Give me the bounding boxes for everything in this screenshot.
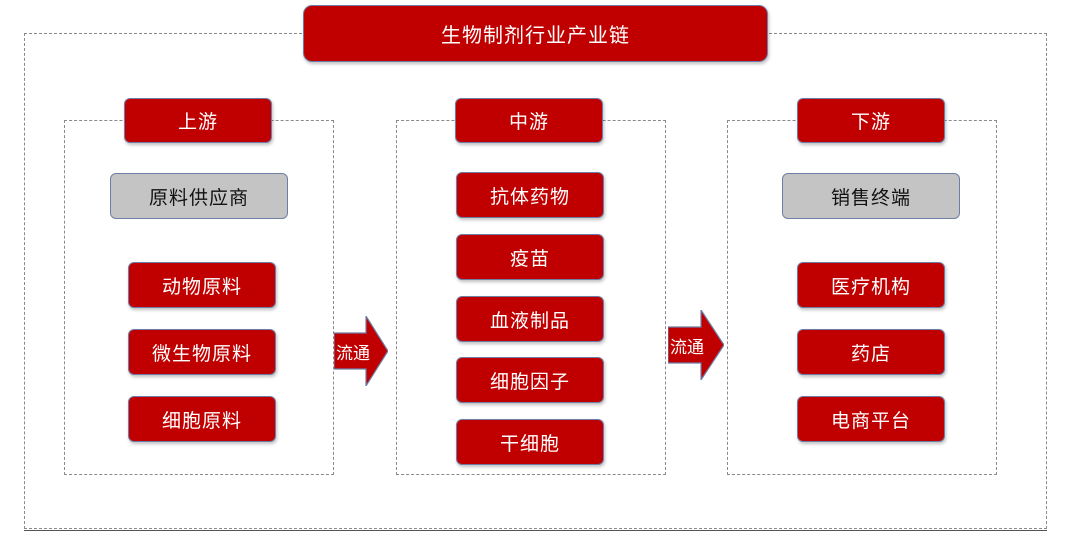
downstream-category: 销售终端 [782, 173, 960, 219]
midstream-header: 中游 [455, 98, 603, 143]
downstream-item-ecommerce: 电商平台 [797, 396, 945, 442]
diagram-title: 生物制剂行业产业链 [303, 5, 768, 62]
midstream-item-blood: 血液制品 [456, 296, 604, 342]
frame-bottom-line [24, 530, 1047, 531]
upstream-item-animal: 动物原料 [128, 262, 276, 308]
flow-arrow-midstream-to-downstream: 流通 [668, 310, 724, 380]
downstream-item-medical: 医疗机构 [797, 262, 945, 308]
downstream-header: 下游 [797, 98, 945, 143]
midstream-item-antibody: 抗体药物 [456, 172, 604, 218]
midstream-item-stem-cell: 干细胞 [456, 419, 604, 465]
midstream-item-cytokine: 细胞因子 [456, 357, 604, 403]
flow-arrow-label: 流通 [336, 343, 370, 364]
midstream-item-vaccine: 疫苗 [456, 234, 604, 280]
upstream-category: 原料供应商 [110, 173, 288, 219]
right-arrow-icon [334, 316, 388, 386]
right-arrow-icon [668, 310, 724, 380]
upstream-item-microbial: 微生物原料 [128, 329, 276, 375]
flow-arrow-upstream-to-midstream: 流通 [334, 316, 388, 386]
downstream-item-pharmacy: 药店 [797, 329, 945, 375]
upstream-header: 上游 [124, 98, 272, 143]
flow-arrow-label: 流通 [670, 337, 704, 358]
upstream-item-cell: 细胞原料 [128, 396, 276, 442]
